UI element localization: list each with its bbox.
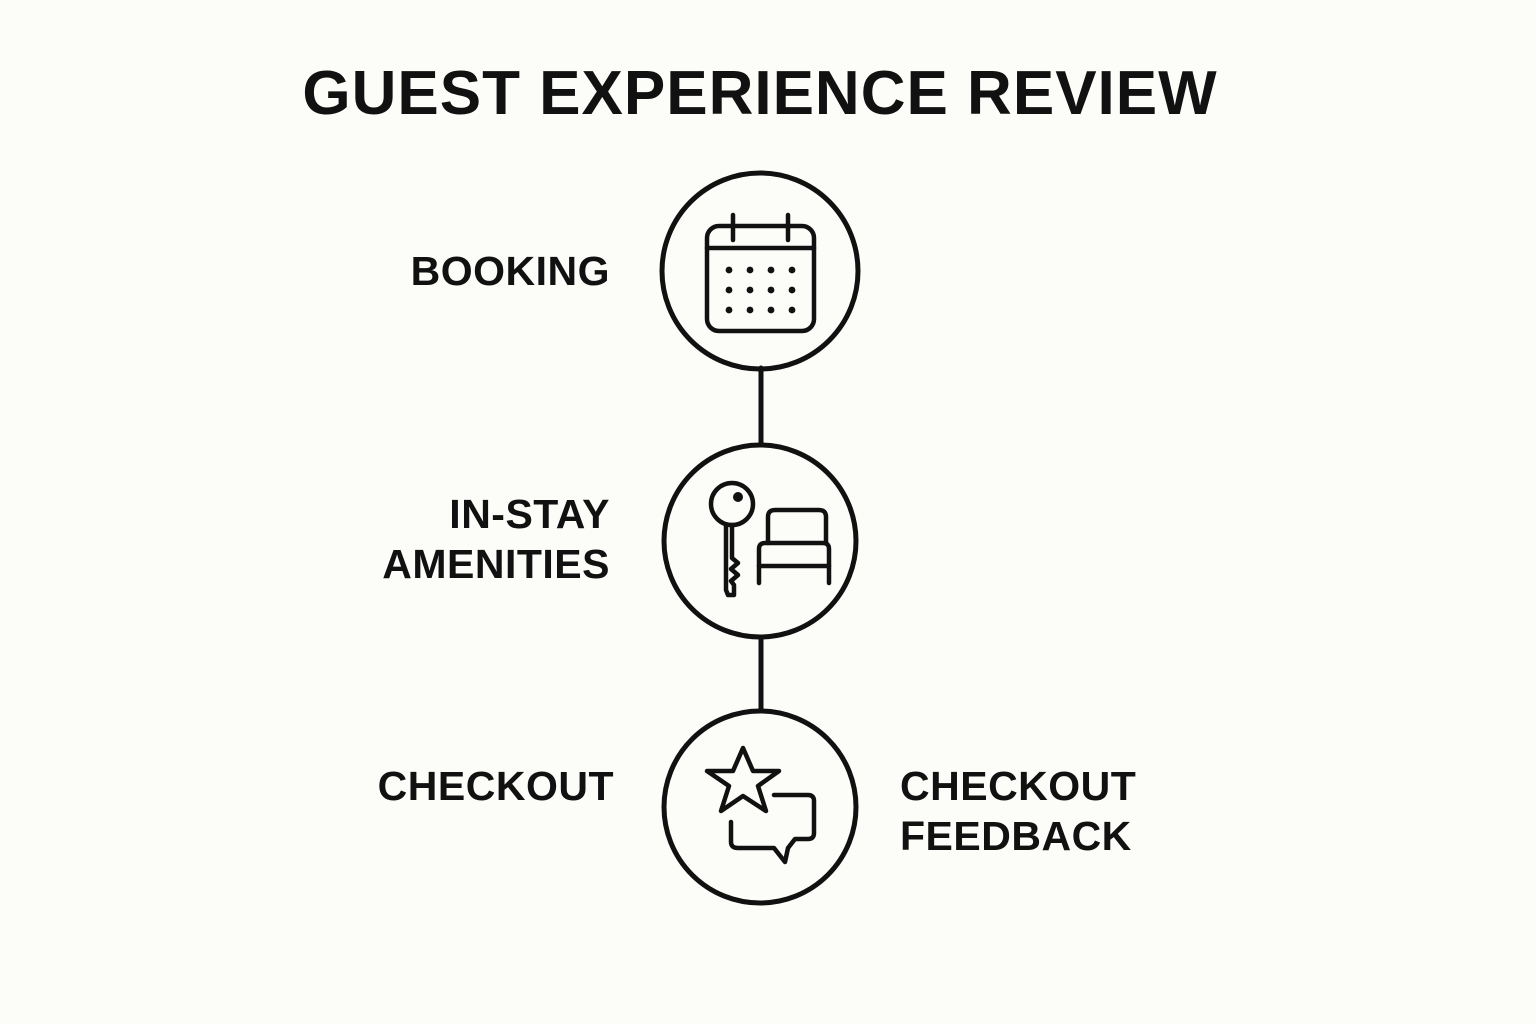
- step-label-checkout: CHECKOUT: [377, 763, 614, 809]
- diagram-title: GUEST EXPERIENCE REVIEW: [302, 59, 1218, 128]
- step-label-booking: BOOKING: [410, 248, 610, 294]
- bed-icon: [756, 507, 832, 586]
- checkout-feedback-label: CHECKOUT FEEDBACK: [900, 763, 1137, 859]
- star-chat-feedback-icon: [704, 745, 817, 865]
- in-stay-step-node: [661, 442, 859, 640]
- calendar-icon: [704, 212, 817, 334]
- key-icon: [708, 480, 756, 598]
- step-label-in-stay-amenities: IN-STAY AMENITIES: [382, 491, 610, 587]
- checkout-step-node: [661, 708, 859, 906]
- booking-step-node: [659, 170, 861, 372]
